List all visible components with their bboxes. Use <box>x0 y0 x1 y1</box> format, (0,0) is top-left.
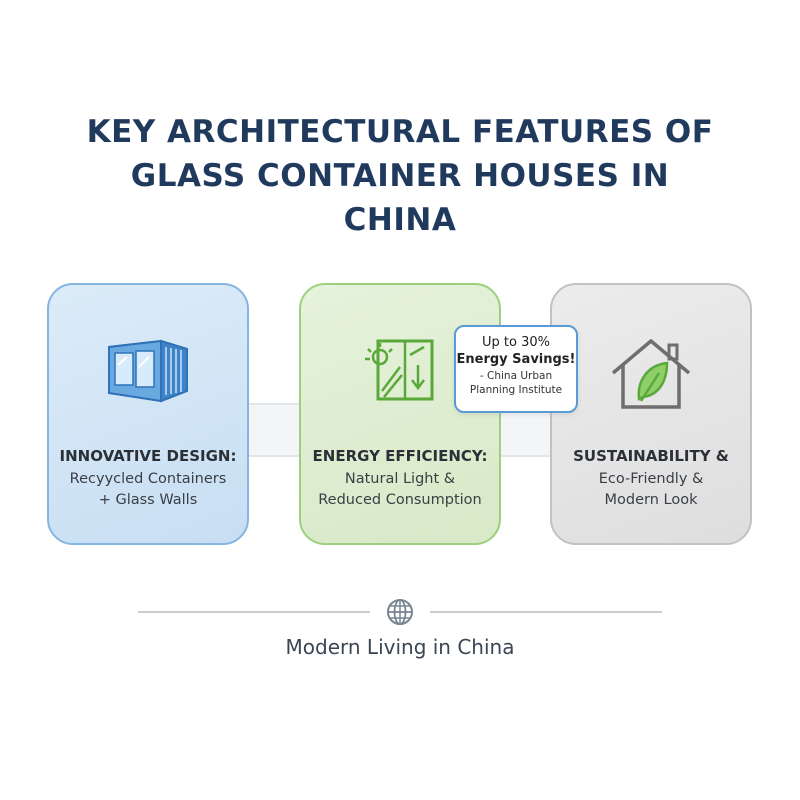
energy-savings-callout: Up to 30% Energy Savings! - China Urban … <box>454 325 578 413</box>
callout-source: Planning Institute <box>469 384 563 396</box>
globe-icon <box>385 597 415 631</box>
card-body-line: Modern Look <box>604 492 698 508</box>
card-body-line: Eco-Friendly & <box>598 471 704 487</box>
callout-line: Up to 30% <box>482 335 550 350</box>
footer-tagline: Modern Living in China <box>285 635 515 659</box>
card-body-line: + Glass Walls <box>98 492 198 508</box>
card-body: Eco-Friendly & Modern Look <box>552 469 750 511</box>
divider-left <box>138 611 370 613</box>
card-body: Recyycled Containers + Glass Walls <box>49 469 247 511</box>
solar-window-icon <box>360 335 440 409</box>
eco-house-icon <box>609 335 693 417</box>
title-line-2: GLASS CONTAINER HOUSES IN <box>130 158 670 194</box>
card-body-line: Reduced Consumption <box>318 492 482 508</box>
card-energy-efficiency: ENERGY EFFICIENCY: Natural Light & Reduc… <box>299 283 501 545</box>
divider-right <box>430 611 662 613</box>
title-line-1: KEY ARCHITECTURAL FEATURES OF <box>86 114 714 150</box>
card-body-line: Recyycled Containers <box>69 471 227 487</box>
shipping-container-icon <box>103 335 193 409</box>
card-sustainability: SUSTAINABILITY & Eco-Friendly & Modern L… <box>550 283 752 545</box>
title-line-3: CHINA <box>343 202 457 238</box>
card-title: INNOVATIVE DESIGN: <box>59 447 237 465</box>
page-title: KEY ARCHITECTURAL FEATURES OF GLASS CONT… <box>0 110 800 242</box>
card-body-line: Natural Light & <box>344 471 456 487</box>
callout-source: - China Urban <box>479 370 553 382</box>
card-innovative-design: INNOVATIVE DESIGN: Recyycled Containers … <box>47 283 249 545</box>
card-body: Natural Light & Reduced Consumption <box>301 469 499 511</box>
card-title: SUSTAINABILITY & <box>573 447 729 465</box>
callout-headline: Energy Savings! <box>456 352 576 367</box>
card-title: ENERGY EFFICIENCY: <box>312 447 488 465</box>
